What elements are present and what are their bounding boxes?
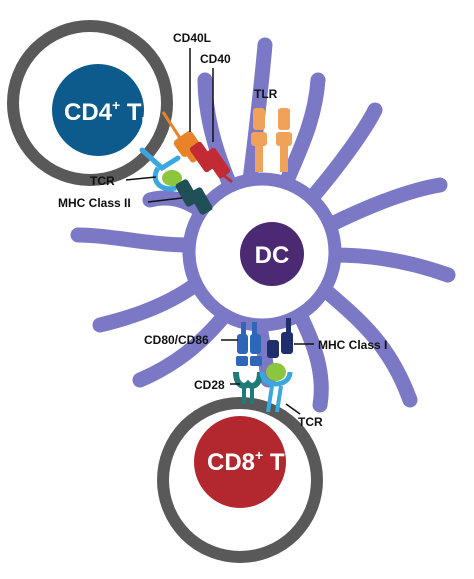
cd28-stem-1 — [242, 386, 246, 404]
dc-arm-top-right-2 — [302, 102, 383, 208]
tcr-bottom-molecule — [259, 363, 293, 413]
label-mhc1: MHC Class I — [318, 338, 387, 352]
cd8-cell-nucleus — [194, 416, 286, 508]
cd40-body-2 — [203, 147, 231, 179]
mhc1-body-2 — [267, 340, 279, 358]
label-tcr-bottom: TCR — [298, 415, 323, 429]
cd80-stem-1 — [241, 322, 246, 336]
cd40-tail — [221, 172, 233, 184]
tlr-right-top — [278, 108, 290, 130]
tlr-left-mid — [251, 132, 267, 146]
cd4-label-sub: H — [142, 114, 151, 129]
label-cd40l: CD40L — [173, 31, 211, 45]
cd4-cell-nucleus — [52, 64, 144, 156]
tcr-top-antigen — [162, 170, 182, 186]
cd8-label-rest: T — [263, 449, 285, 476]
tcr-top-cup — [152, 166, 177, 192]
leader-mhc2 — [147, 197, 183, 203]
label-tlr: TLR — [254, 87, 278, 101]
label-tcr-top: TCR — [90, 174, 115, 188]
tcr-top-molecule — [139, 147, 182, 192]
dc-arm-bottom-left — [132, 307, 233, 388]
cd80-body-2 — [250, 334, 261, 354]
cd40l-stem — [161, 111, 182, 139]
label-mhc2: MHC Class II — [58, 196, 131, 210]
tcr-bottom-antigen — [266, 363, 286, 381]
dc-nucleus — [240, 222, 304, 286]
tlr-molecule — [251, 108, 292, 172]
tcr-bottom-stem-2 — [275, 385, 283, 413]
dc-arm-left-1 — [92, 277, 203, 333]
dc-dendrites — [70, 37, 456, 413]
dc-arm-bottom-right — [292, 307, 329, 413]
tlr-right-mid — [276, 132, 292, 146]
mhc1-body-1 — [281, 332, 293, 354]
mhc1-molecule — [267, 318, 293, 358]
label-cd40: CD40 — [200, 52, 231, 66]
tlr-right-stem — [280, 146, 288, 172]
cd80-base-2 — [250, 356, 262, 366]
label-cd28: CD28 — [194, 378, 225, 392]
dc-arm-top-right-1 — [277, 72, 326, 193]
cd4-label-sup: + — [112, 97, 120, 113]
tcr-bottom-cup — [259, 371, 293, 387]
cd80-base-1 — [236, 356, 248, 366]
dc-arm-left-2 — [70, 227, 196, 253]
tcr-bottom-stem-1 — [266, 385, 274, 413]
cd8-label: CD8+ T — [207, 447, 285, 476]
cd28-stem-2 — [250, 386, 254, 404]
leader-tcr-bottom — [285, 403, 301, 415]
cd80-cd86-molecule — [236, 322, 262, 366]
cd28-molecule — [233, 371, 263, 404]
cd8-label-sup: + — [255, 447, 263, 463]
cd80-stem-2 — [252, 322, 257, 336]
leader-lines — [125, 48, 314, 415]
cd4-label-rest: T — [120, 99, 142, 126]
dc-label: DC — [255, 242, 290, 269]
cd28-arms — [233, 371, 263, 389]
cd40-molecule — [189, 141, 233, 184]
cd4-label-name: CD4 — [64, 99, 113, 126]
mhc1-stem — [286, 318, 291, 336]
dc-arm-right-1 — [322, 177, 448, 233]
cd8-label-name: CD8 — [207, 449, 255, 476]
tcr-top-arms — [139, 147, 181, 172]
mhc2-molecule — [175, 179, 213, 215]
tlr-left-stem — [255, 146, 263, 172]
tlr-left-top — [253, 108, 265, 130]
cd80-body-1 — [237, 334, 248, 354]
dc-arm-right-2 — [327, 247, 456, 283]
label-cd80-cd86: CD80/CD86 — [144, 333, 209, 347]
leader-tcr-top — [125, 176, 157, 181]
cd4-label: CD4+ TH — [64, 97, 151, 129]
mhc2-tail — [199, 198, 213, 214]
dc-arm-right-3 — [317, 282, 418, 408]
